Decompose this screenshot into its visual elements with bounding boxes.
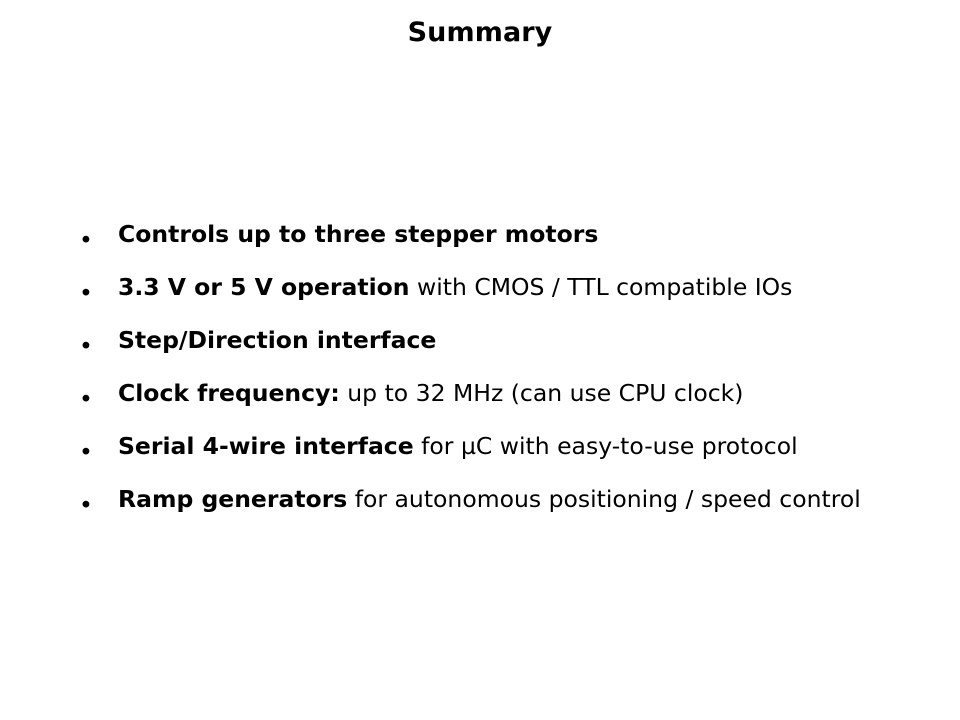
- bullet-text: Step/Direction interface: [118, 326, 436, 354]
- list-item: • Serial 4-wire interface for µC with ea…: [74, 432, 934, 485]
- bullet-text-bold: Serial 4-wire interface: [118, 432, 414, 460]
- bullet-dot-icon: •: [79, 279, 93, 307]
- list-item: • Step/Direction interface: [74, 326, 934, 379]
- bullet-text-regular: for autonomous positioning / speed contr…: [347, 485, 861, 513]
- list-item: • Controls up to three stepper motors: [74, 220, 934, 273]
- bullet-dot-icon: •: [79, 438, 93, 466]
- bullet-text-regular: up to 32 MHz (can use CPU clock): [339, 379, 744, 407]
- bullet-text: Serial 4-wire interface for µC with easy…: [118, 432, 798, 460]
- bullet-text-regular: with CMOS / TTL compatible IOs: [409, 273, 793, 301]
- list-item: • Clock frequency: up to 32 MHz (can use…: [74, 379, 934, 432]
- bullet-text: Clock frequency: up to 32 MHz (can use C…: [118, 379, 743, 407]
- bullet-text-bold: Controls up to three stepper motors: [118, 220, 599, 248]
- page-title: Summary: [407, 17, 553, 48]
- bullet-text-regular: for µC with easy-to-use protocol: [413, 432, 798, 460]
- bullet-dot-icon: •: [79, 385, 93, 413]
- bullet-text-bold: Step/Direction interface: [118, 326, 437, 354]
- bullet-text: 3.3 V or 5 V operation with CMOS / TTL c…: [118, 273, 792, 301]
- bullet-text-bold: 3.3 V or 5 V operation: [118, 273, 410, 301]
- bullet-dot-icon: •: [79, 332, 93, 360]
- bullet-text-bold: Ramp generators: [118, 485, 348, 513]
- summary-bullet-list: • Controls up to three stepper motors • …: [74, 220, 934, 538]
- bullet-text: Controls up to three stepper motors: [118, 220, 598, 248]
- bullet-dot-icon: •: [79, 491, 93, 519]
- bullet-text-bold: Clock frequency:: [118, 379, 340, 407]
- list-item: • Ramp generators for autonomous positio…: [74, 485, 934, 538]
- list-item: • 3.3 V or 5 V operation with CMOS / TTL…: [74, 273, 934, 326]
- bullet-text: Ramp generators for autonomous positioni…: [118, 485, 861, 513]
- bullet-dot-icon: •: [79, 226, 93, 254]
